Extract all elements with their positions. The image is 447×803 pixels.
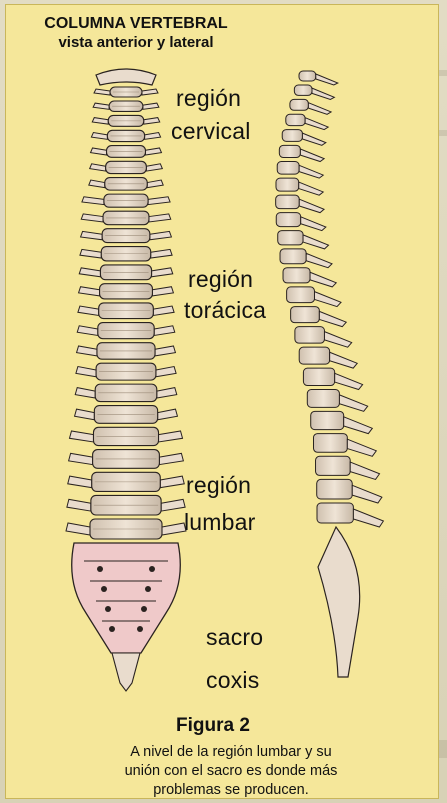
figure-number: Figura 2	[176, 715, 250, 737]
label-thoracic-line2: torácica	[184, 297, 266, 324]
lateral-spine-view	[276, 71, 384, 677]
background-heading	[439, 740, 447, 758]
label-lumbar-line1: región	[186, 472, 251, 499]
label-lumbar-line2: lumbar	[184, 509, 256, 536]
label-thoracic-line1: región	[188, 266, 253, 293]
background-text-line	[439, 130, 447, 136]
figure-title: COLUMNA VERTEBRAL	[6, 15, 266, 33]
figure-caption: A nivel de la región lumbar y su unión c…	[66, 743, 396, 800]
caption-line-1: A nivel de la región lumbar y su	[66, 743, 396, 762]
label-cervical-line2: cervical	[171, 118, 251, 145]
label-cervical-line1: región	[176, 85, 241, 112]
figure-subtitle: vista anterior y lateral	[6, 34, 266, 51]
label-sacrum: sacro	[206, 624, 263, 651]
caption-line-2: unión con el sacro es donde más	[66, 762, 396, 781]
figure-panel: COLUMNA VERTEBRAL vista anterior y later…	[5, 4, 439, 799]
anterior-spine-view	[66, 69, 186, 691]
background-text-line	[439, 70, 447, 76]
label-coccyx: coxis	[206, 667, 259, 694]
caption-line-3: problemas se producen.	[66, 781, 396, 800]
